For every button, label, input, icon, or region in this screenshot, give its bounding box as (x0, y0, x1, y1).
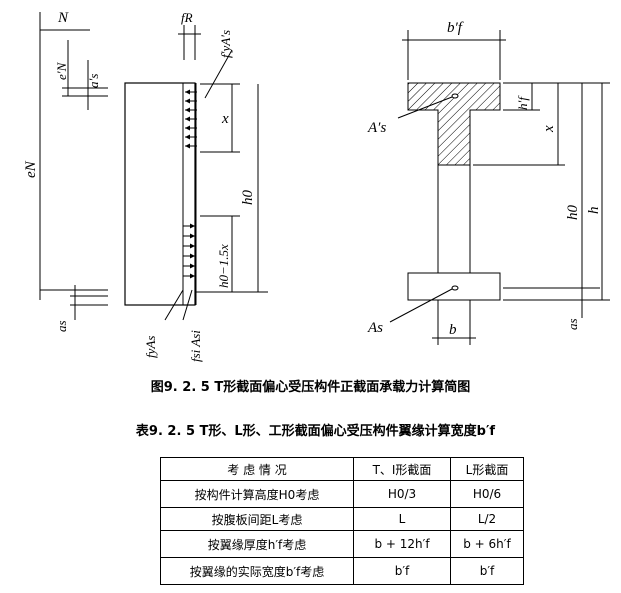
label-h0-right: h0 (565, 205, 581, 221)
label-h-right: h (586, 207, 602, 215)
bottom-flange (407, 272, 501, 301)
i-section (389, 30, 610, 345)
label-N: N (57, 10, 69, 26)
label-h0-left: h0 (240, 190, 256, 206)
table-row: 按翼缘厚度h′f考虑 b + 12h′f b + 6h′f (160, 530, 524, 558)
flange-width-table: 考 虑 情 况 T、I形截面 L形截面 按构件计算高度H0考虑 H0/3 H0/… (160, 457, 524, 585)
label-fy-As: fyAs (143, 336, 158, 358)
table-header-cell: 考 虑 情 况 (160, 457, 354, 481)
figure-caption: 图9. 2. 5 T形截面偏心受压构件正截面承载力计算简图 (150, 380, 471, 395)
column-outline (124, 82, 196, 306)
table-row: 按腹板间距L考虑 L L/2 (160, 507, 524, 531)
table-cell: H0/6 (450, 480, 524, 508)
label-fy-As-prime: f′yA′s (218, 30, 233, 58)
column-elevation (39, 12, 268, 321)
table-cell: 按构件计算高度H0考虑 (160, 480, 354, 508)
label-as: as (54, 320, 69, 332)
label-hf-prime: h′f (515, 95, 530, 110)
label-bf-prime: b′f (447, 20, 464, 36)
table-cell: b + 12h′f (353, 530, 451, 558)
label-as-prime: a′s (86, 74, 101, 88)
table-row: 按翼缘的实际宽度b′f考虑 b′f b′f (160, 557, 524, 585)
label-b: b (449, 322, 457, 338)
label-h0-minus-1-5x: h0−1.5x (216, 244, 231, 288)
table-header-cell: T、I形截面 (353, 457, 451, 481)
table-cell: 按腹板间距L考虑 (160, 507, 354, 531)
label-x-left: x (221, 111, 229, 127)
section-diagram: N e′N a′s eN as fR f′yA′s x h0 h0−1.5x f… (23, 10, 610, 362)
label-fR: fR (181, 10, 193, 25)
table-cell: b + 6h′f (450, 530, 524, 558)
label-As: As (367, 320, 383, 336)
table-header-cell: L形截面 (450, 457, 524, 481)
table-row: 按构件计算高度H0考虑 H0/3 H0/6 (160, 480, 524, 508)
label-As-prime: A′s (367, 120, 386, 136)
table-cell: b′f (353, 557, 451, 585)
label-x-right: x (541, 125, 557, 133)
table-cell: 按翼缘的实际宽度b′f考虑 (160, 557, 354, 585)
table-cell: H0/3 (353, 480, 451, 508)
tension-arrows (183, 223, 195, 279)
table-header-row: 考 虑 情 况 T、I形截面 L形截面 (160, 457, 524, 481)
table-cell: b′f (450, 557, 524, 585)
label-as-right: as (565, 318, 580, 330)
table-cell: 按翼缘厚度h′f考虑 (160, 530, 354, 558)
label-eN: eN (23, 160, 39, 178)
table-caption: 表9. 2. 5 T形、L形、工形截面偏心受压构件翼缘计算宽度b′f (135, 424, 496, 439)
label-fsi-Asi: fsi Asi (188, 330, 203, 362)
table-cell: L/2 (450, 507, 524, 531)
compression-arrows (185, 89, 197, 149)
table-cell: L (353, 507, 451, 531)
label-eN-prime: e′N (54, 61, 69, 80)
